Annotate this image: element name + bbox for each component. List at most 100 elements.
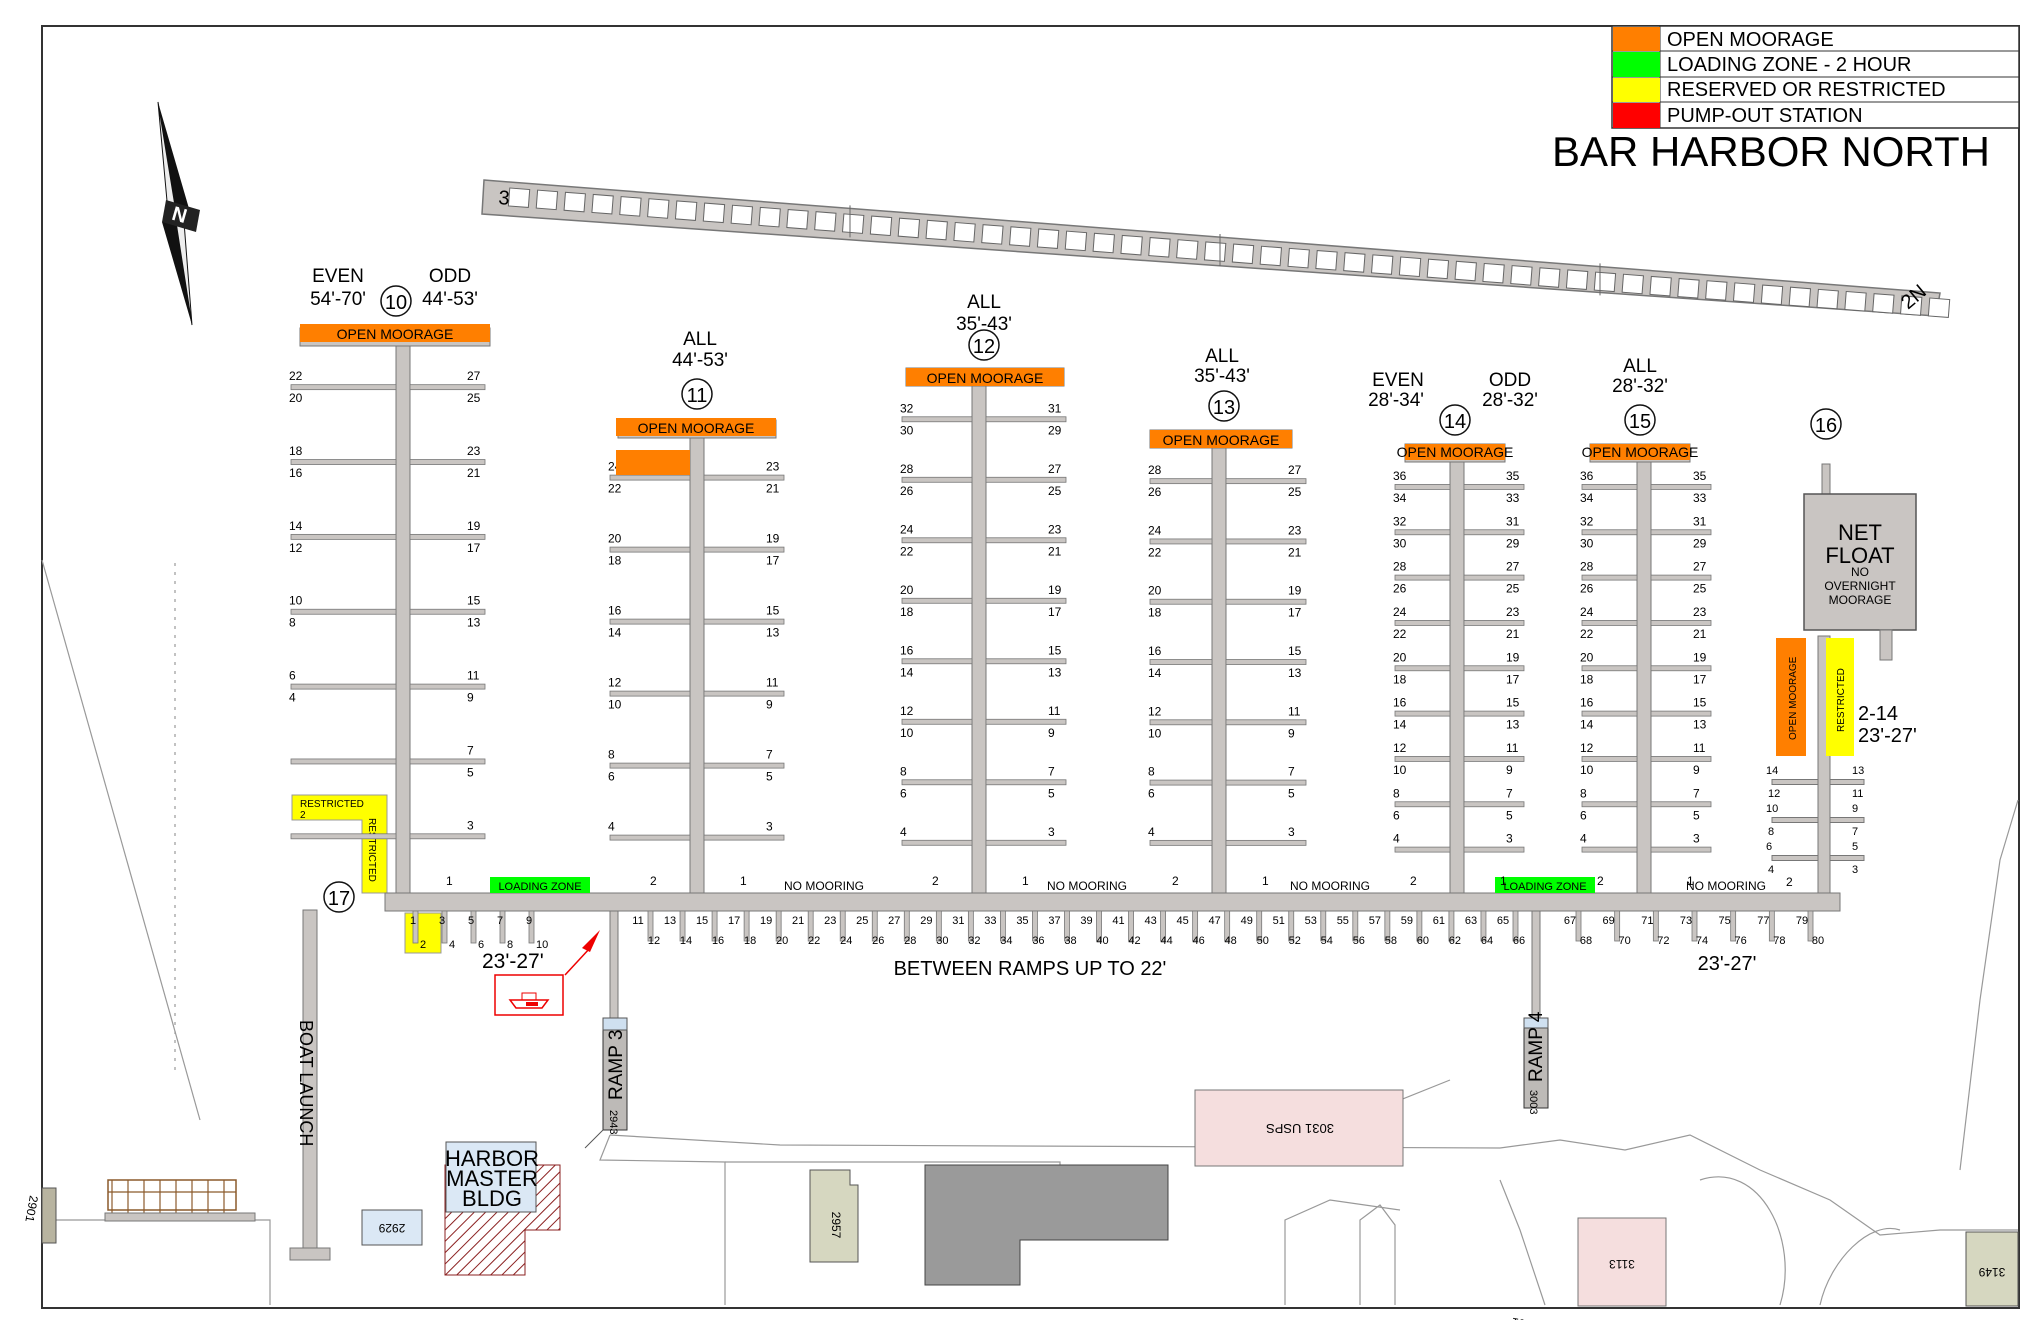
label: 27 [1506, 560, 1520, 574]
label: 25 [1693, 582, 1707, 596]
label: 23 [1693, 605, 1707, 619]
label: 15 [1506, 696, 1520, 710]
breakwater-slip [1872, 293, 1895, 314]
label: 62 [1449, 935, 1461, 947]
dock-17: BOAT LAUNCH RESTRICTED 2 RESTRICTED 17 2… [289, 794, 544, 1261]
finger [1225, 478, 1307, 485]
finger [1463, 710, 1525, 717]
finger [1149, 478, 1213, 485]
label: 30 [936, 935, 948, 947]
label: ALL [1623, 356, 1657, 377]
finger [1394, 801, 1451, 808]
label: 24 [1393, 605, 1407, 619]
loading-zone-west-label: LOADING ZONE [498, 881, 581, 893]
label: 14 [1444, 411, 1466, 433]
breakwater-slip [1064, 230, 1088, 252]
finger [1225, 719, 1307, 726]
dock-number-circle [968, 329, 1000, 361]
breakwater-slip [1816, 288, 1839, 310]
label: 6 [1393, 808, 1400, 822]
finger [1650, 756, 1712, 762]
no-mooring-label-3: NO MOORING [1290, 879, 1370, 893]
label: 4 [1393, 832, 1400, 846]
label: 30 [1393, 536, 1407, 550]
breakwater-slip [619, 196, 642, 217]
label: 15 [1288, 644, 1302, 658]
finger [1394, 484, 1451, 490]
building-3031-label: 3031 USPS [1266, 1121, 1334, 1136]
finger [985, 718, 1067, 725]
upland: 2901 2929 HARBOR MASTER BLDG 2957 3031 U… [22, 1089, 2019, 1320]
breakwater-slip [1900, 295, 1923, 316]
label: 19 [766, 532, 780, 546]
label: 14 [1766, 765, 1778, 777]
label: 8 [1580, 786, 1587, 800]
label: 72 [1657, 935, 1669, 947]
finger [1463, 574, 1525, 581]
no-mooring-label-1: NO MOORING [784, 879, 864, 893]
label: 16 [1815, 415, 1837, 437]
label: 16 [1148, 644, 1162, 658]
finger [290, 758, 397, 765]
label: 18 [744, 935, 756, 947]
label: 2 [932, 874, 939, 888]
label: 28 [900, 462, 914, 476]
label: 45 [1177, 915, 1189, 927]
breakwater-slip [647, 198, 670, 219]
breakwater-left-number: 3 [498, 187, 511, 210]
breakwater-slip [1927, 297, 1951, 319]
label: 14 [1393, 718, 1407, 732]
label: 2 [1786, 875, 1793, 889]
legend-label-reserved: RESERVED OR RESTRICTED [1667, 79, 1946, 101]
label: 12 [648, 935, 660, 947]
label: ODD [429, 266, 471, 287]
label: 25 [856, 915, 868, 927]
finger [1463, 665, 1525, 672]
finger [901, 658, 973, 665]
label: 15 [696, 915, 708, 927]
label: 78 [1773, 935, 1785, 947]
building-3149 [1965, 1231, 2019, 1307]
label: RESTRICTED [1836, 668, 1847, 732]
label: 31 [952, 915, 964, 927]
label: 31 [1506, 514, 1520, 528]
label: 4 [1580, 832, 1587, 846]
harbor-master-line2: MASTER [446, 1166, 538, 1191]
label: 16 [289, 466, 303, 480]
finger [1581, 710, 1638, 717]
label: 3 [1288, 825, 1295, 839]
label: 23 [1288, 523, 1302, 537]
finger [901, 416, 973, 423]
finger [1394, 620, 1451, 626]
label: 17 [1048, 605, 1062, 619]
label: OPEN MOORAGE [927, 370, 1044, 386]
label: 7 [467, 743, 474, 757]
label: 20 [776, 935, 788, 947]
label: 55 [1337, 915, 1349, 927]
breakwater-slip [1148, 237, 1171, 258]
label: 23 [766, 460, 780, 474]
label: 35 [1693, 469, 1707, 483]
label: NET [1838, 520, 1882, 545]
finger [901, 718, 973, 725]
finger [703, 474, 785, 481]
legend-swatch-open-moorage [1613, 27, 1660, 51]
label: 2 [1597, 874, 1604, 888]
breakwater-slip [1287, 247, 1310, 269]
legend-label-loading-zone: LOADING ZONE - 2 HOUR [1667, 54, 1911, 76]
breakwater-slip [1649, 275, 1672, 297]
ramp-3-address: 2943 [607, 1110, 619, 1134]
label: 18 [608, 554, 622, 568]
finger [1581, 665, 1638, 672]
finger [409, 683, 486, 690]
breakwater-slip [1176, 239, 1199, 260]
dock-15: OPEN MOORAGE15ALL28'-32'3634353332303129… [1580, 356, 1712, 894]
label: 17 [1288, 606, 1302, 620]
label: 13 [766, 626, 780, 640]
label: 12 [900, 704, 914, 718]
label: 38 [1064, 935, 1076, 947]
finger [290, 683, 397, 690]
no-mooring-label-2: NO MOORING [1047, 879, 1127, 893]
finger [1463, 484, 1525, 490]
